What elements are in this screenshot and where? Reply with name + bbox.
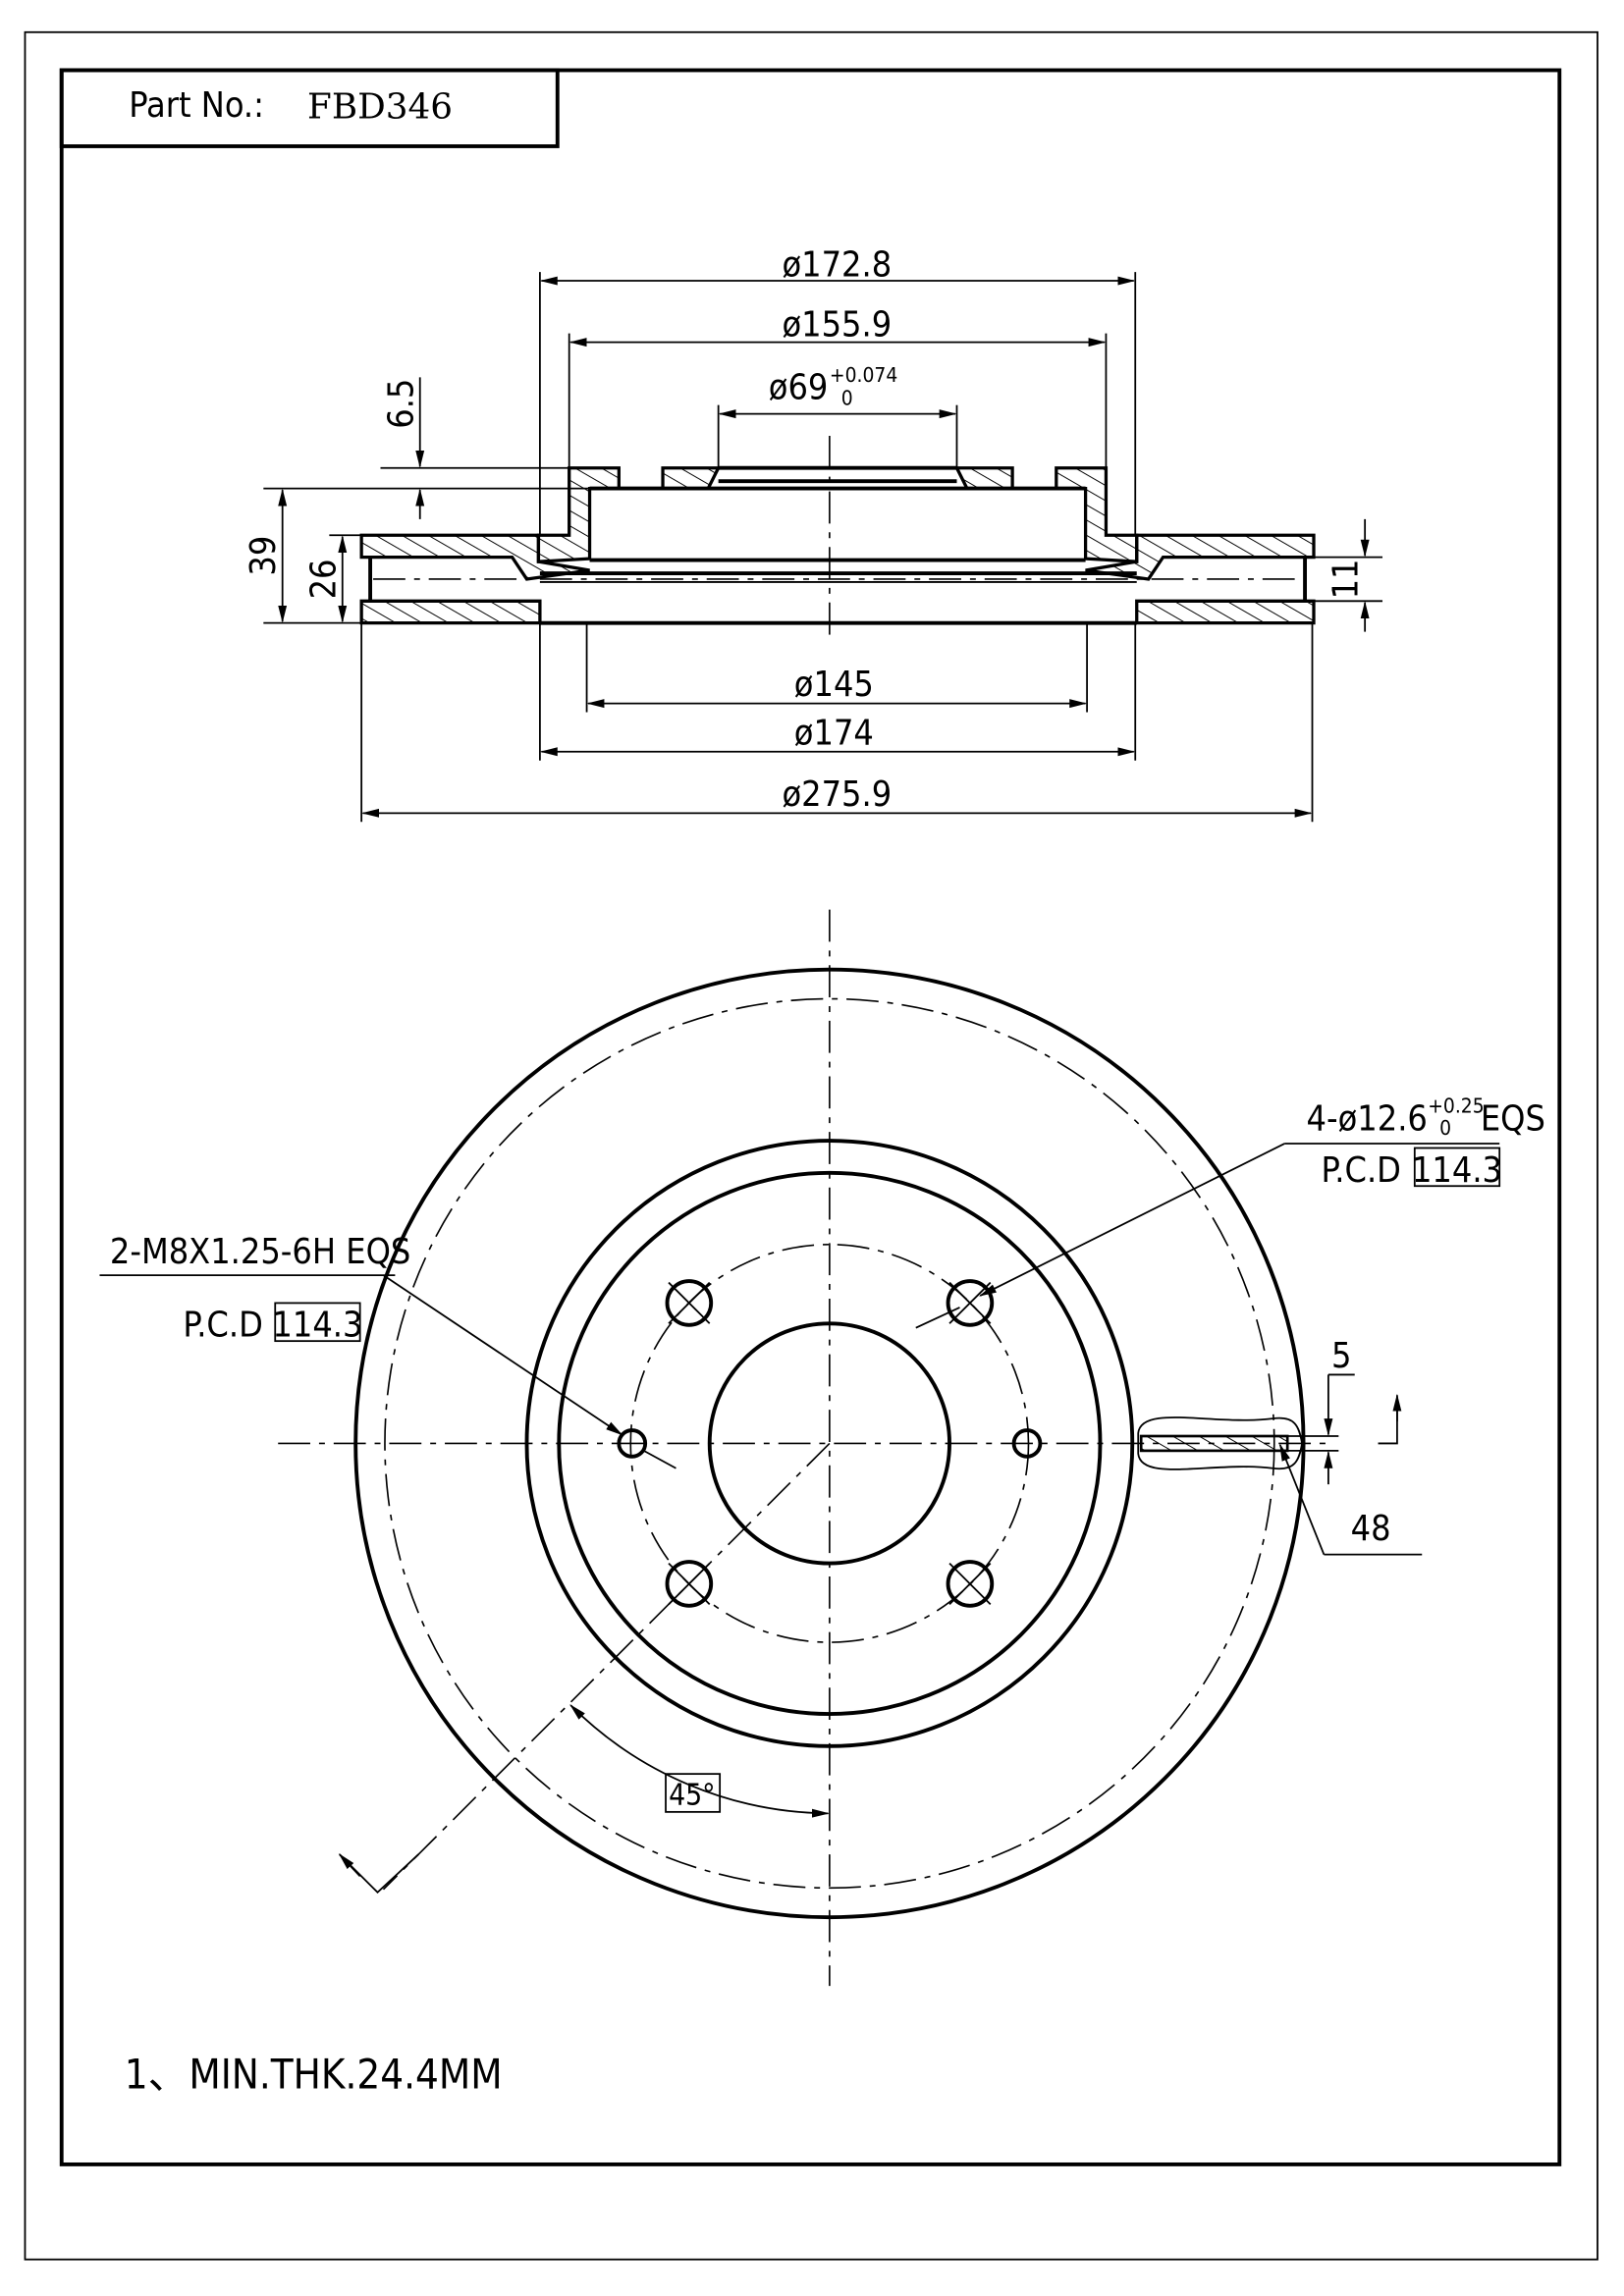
section-view: ø172.8 ø155.9 ø69 +0.074 0 ø145 ø174 ø27…: [244, 245, 1383, 823]
slot-width: 5: [1331, 1336, 1351, 1376]
svg-text:2-M8X1.25-6H EQS: 2-M8X1.25-6H EQS: [110, 1232, 410, 1272]
plan-view: 45° 5 48 4-ø12.6 +0.25 0 EQS P.C.D 114.3: [99, 909, 1545, 1987]
threaded-hole: [617, 1428, 648, 1459]
slot: [1137, 1416, 1303, 1470]
part-no-label: Part No.:: [129, 85, 264, 126]
thread-hole-callout: 2-M8X1.25-6H EQS P.C.D 114.3: [110, 1232, 410, 1345]
svg-text:EQS: EQS: [1481, 1099, 1545, 1140]
dim-26: 26: [303, 560, 344, 600]
svg-text:+0.25: +0.25: [1428, 1095, 1484, 1118]
slot-length: 48: [1351, 1509, 1391, 1549]
svg-text:0: 0: [1439, 1116, 1451, 1140]
threaded-hole: [1011, 1428, 1043, 1459]
dim-d145: ø145: [794, 665, 874, 705]
dim-39: 39: [244, 536, 284, 576]
outer-disc-edge: [353, 967, 1306, 1920]
part-number: FBD346: [307, 87, 453, 128]
outer-border: [24, 30, 1598, 2261]
dim-d155-9: ø155.9: [782, 305, 892, 346]
dim-11: 11: [1326, 560, 1367, 600]
dim-d69: ø69: [769, 368, 829, 408]
svg-text:P.C.D: P.C.D: [183, 1306, 263, 1346]
dim-d172-8: ø172.8: [782, 245, 892, 286]
angle-45: 45°: [669, 1778, 715, 1812]
bolt-hole-callout: 4-ø12.6 +0.25 0 EQS P.C.D 114.3: [1307, 1095, 1545, 1191]
svg-text:114.3: 114.3: [1412, 1150, 1502, 1191]
dim-d69-tol-upper: +0.074: [830, 363, 897, 387]
svg-text:114.3: 114.3: [272, 1306, 362, 1346]
title-block: Part No.: FBD346: [59, 68, 560, 148]
dim-d275-9: ø275.9: [782, 774, 892, 815]
svg-text:P.C.D: P.C.D: [1321, 1150, 1401, 1191]
center-bore: [707, 1321, 951, 1566]
dim-6-5: 6.5: [381, 379, 421, 429]
note-min-thickness: 1、MIN.THK.24.4MM: [125, 2050, 503, 2098]
dim-d69-tol-lower: 0: [841, 387, 853, 410]
dim-d174: ø174: [794, 713, 874, 753]
inner-border: [59, 68, 1562, 2166]
svg-text:4-ø12.6: 4-ø12.6: [1307, 1099, 1428, 1140]
